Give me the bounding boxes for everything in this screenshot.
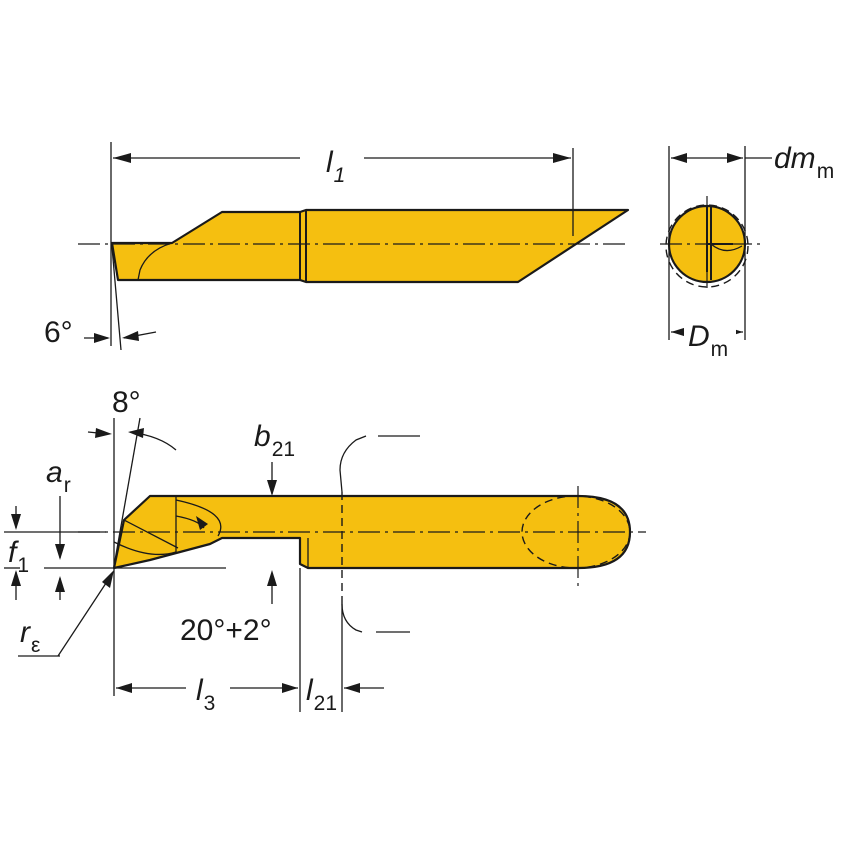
plan-view: b21 8° ar f1 r [4, 386, 646, 718]
end-view: dmm Dm [660, 142, 834, 361]
l1-label: l1 [326, 146, 345, 187]
Dm-label: Dm [688, 320, 728, 361]
re-label: rε [20, 616, 40, 657]
dm-label-bg [684, 318, 736, 356]
l3-label: l3 [196, 674, 215, 715]
l21-label: l21 [306, 674, 337, 715]
eight-degree-label: 8° [112, 386, 141, 419]
six-degree-label: 6° [44, 316, 73, 349]
f1-label: f1 [8, 536, 29, 577]
side-view-body [110, 208, 630, 284]
b21-label: b21 [254, 420, 295, 461]
l1-label-bg [300, 142, 364, 178]
dmm-label: dmm [774, 142, 834, 183]
ar-label: ar [46, 456, 71, 497]
side-view: l1 6° [44, 142, 630, 351]
angle-20-label: 20°+2° [180, 614, 272, 647]
l3-label-bg [186, 672, 230, 718]
